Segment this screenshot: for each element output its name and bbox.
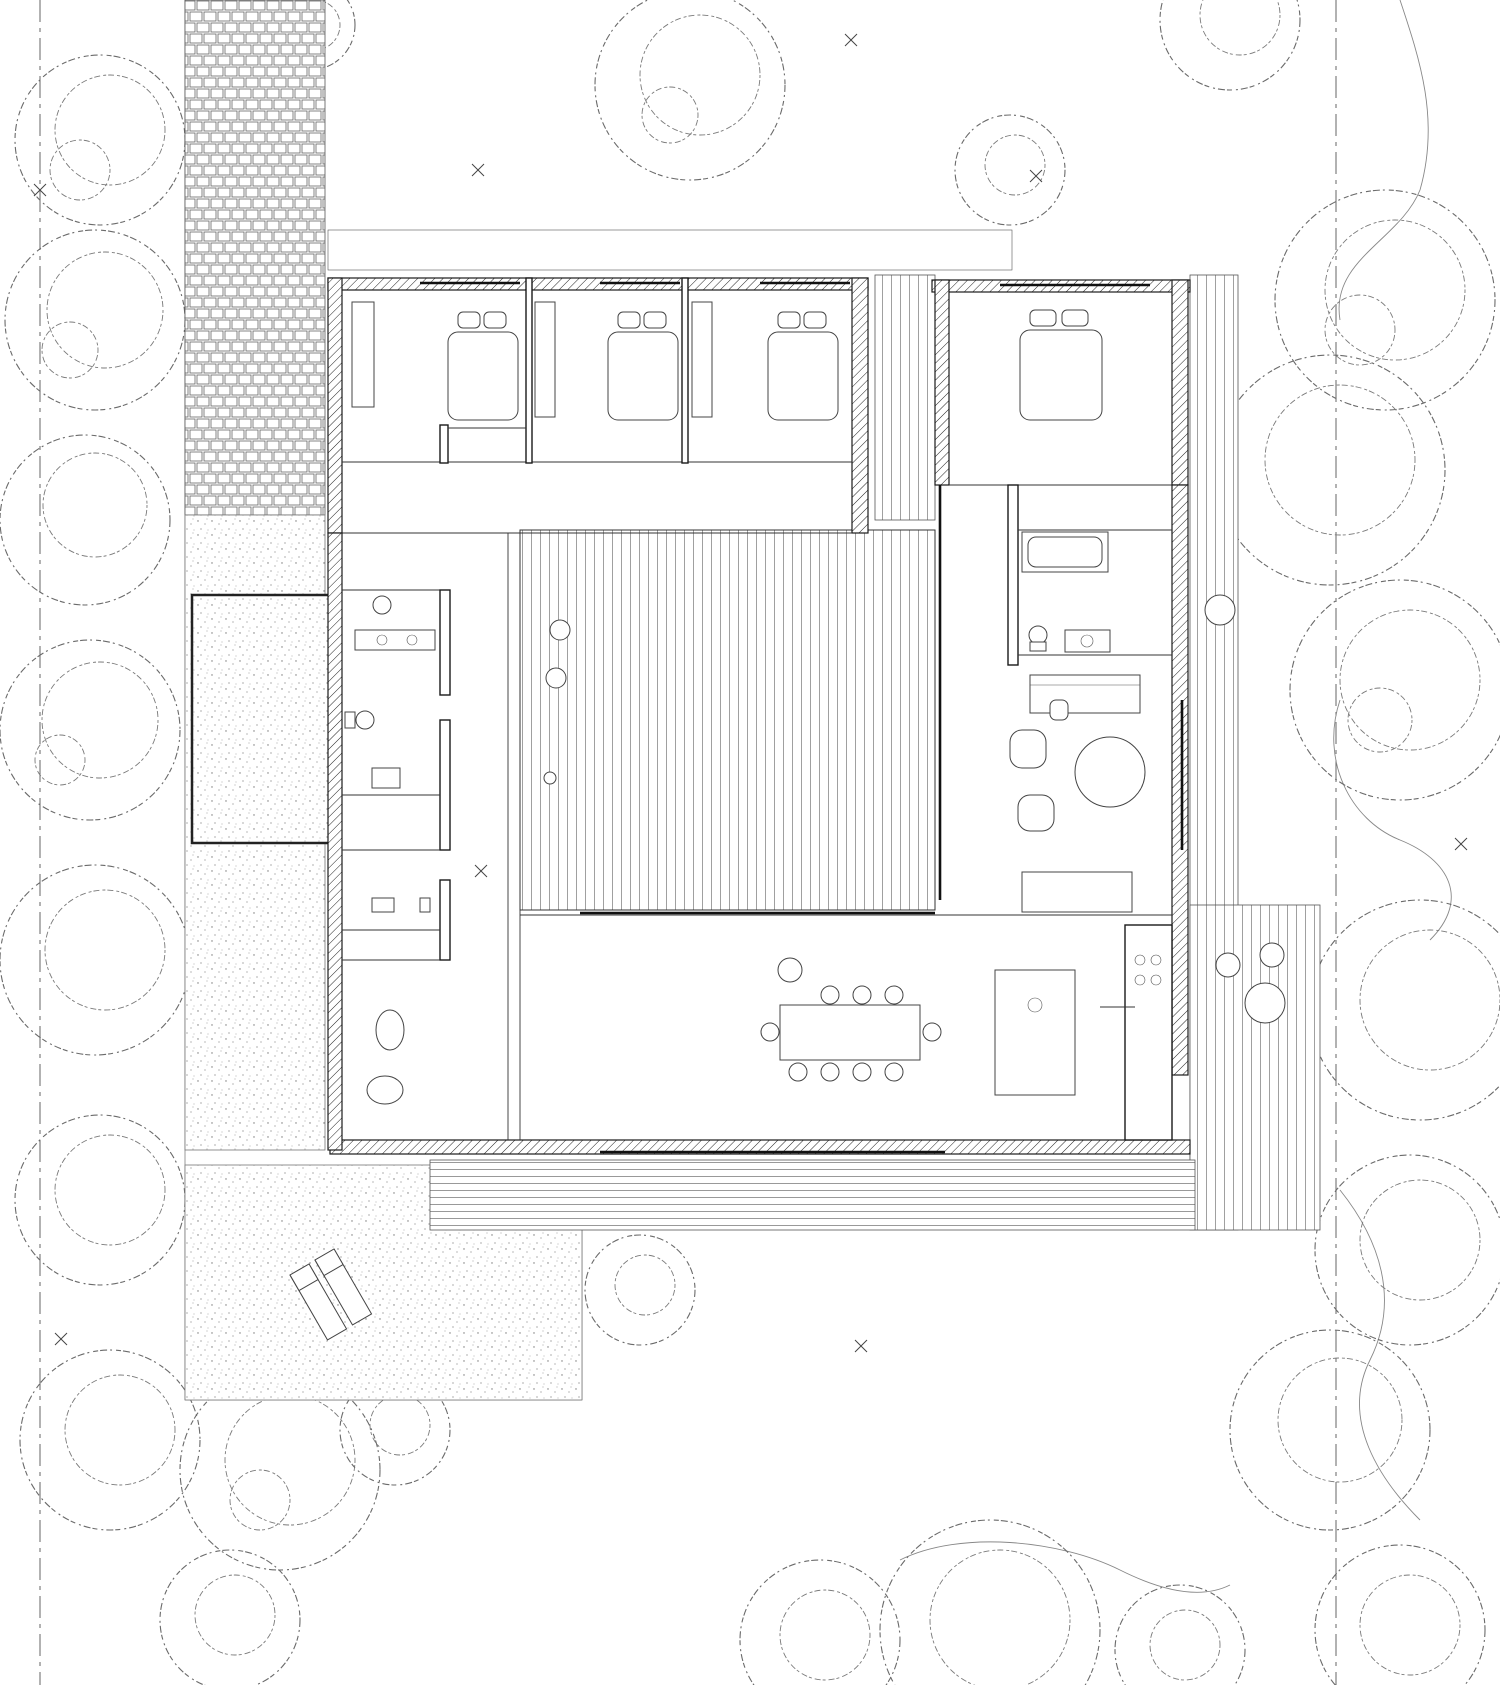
tree-canopy-icon <box>1274 189 1496 411</box>
sink-icon <box>372 595 392 615</box>
tree-canopy-icon <box>1214 354 1446 586</box>
lounge-chair-icon <box>314 1248 373 1326</box>
planter <box>1204 594 1236 626</box>
tree-canopy-icon <box>594 0 786 181</box>
chair-icon <box>884 1062 904 1082</box>
survey-point-icon <box>471 163 485 177</box>
bed-icon <box>447 311 519 421</box>
tree-canopy-icon <box>954 114 1066 226</box>
tree-canopy-icon <box>1289 579 1500 801</box>
paver-path <box>184 0 326 516</box>
chair-icon <box>1259 942 1285 968</box>
chair-icon <box>820 985 840 1005</box>
tree-canopy-icon <box>0 434 171 606</box>
outdoor-table <box>1244 982 1286 1024</box>
sideboard <box>1021 871 1133 913</box>
survey-point-icon <box>33 183 47 197</box>
cooktop-icon <box>1134 954 1162 986</box>
dining-kitchen <box>760 954 1162 1096</box>
tree-canopy-icon <box>1314 1154 1500 1346</box>
sink-icon <box>354 629 436 651</box>
chair-icon <box>820 1062 840 1082</box>
chair-icon <box>852 985 872 1005</box>
tree-canopy-icon <box>879 1519 1101 1685</box>
tree-canopy-icon <box>0 864 191 1056</box>
survey-point-icon <box>844 33 858 47</box>
chair-icon <box>545 667 567 689</box>
dining-table-icon <box>779 1004 921 1061</box>
armchair-icon <box>1017 794 1055 832</box>
survey-point-icon <box>474 864 488 878</box>
roof-outline <box>327 229 1013 271</box>
tree-canopy-icon <box>19 1349 201 1531</box>
armchair-icon <box>1009 729 1047 769</box>
outdoor-furniture <box>366 594 1286 1105</box>
lounge-chair-icon <box>289 1263 348 1341</box>
decks <box>429 274 1321 1231</box>
terrain-contours <box>899 0 1452 1593</box>
window-marks <box>420 281 1184 850</box>
chair-icon <box>884 985 904 1005</box>
toilet-icon <box>344 710 375 730</box>
survey-point-icon <box>1029 169 1043 183</box>
tree-canopy-icon <box>159 1549 301 1685</box>
chair-icon <box>1215 952 1241 978</box>
chair-icon <box>777 957 803 983</box>
lounge-chairs <box>289 1248 373 1341</box>
tree-canopy-icon <box>1309 899 1500 1121</box>
sink-icon <box>371 767 401 789</box>
sofa-icon <box>1029 674 1141 714</box>
tree-canopy-icon <box>0 639 181 821</box>
chair-icon <box>549 619 571 641</box>
round-rug <box>1074 736 1146 808</box>
bathtub-icon <box>1021 531 1109 573</box>
building <box>327 277 1191 1155</box>
lounge-chair-icon <box>1049 699 1069 721</box>
sink-icon <box>1064 629 1111 653</box>
tree-canopy-icon <box>584 1234 696 1346</box>
survey-point-icon <box>854 1339 868 1353</box>
survey-point-icon <box>54 1332 68 1346</box>
living-area <box>1009 674 1146 913</box>
chair-icon <box>760 1022 780 1042</box>
beds <box>351 301 1103 421</box>
tree-canopy-icon <box>1229 1329 1431 1531</box>
chair-icon <box>788 1062 808 1082</box>
bed-icon <box>1019 309 1103 421</box>
chair-icon <box>543 771 557 785</box>
lounge-chair-icon <box>375 1009 405 1051</box>
survey-point-icon <box>1454 837 1468 851</box>
chair-icon <box>852 1062 872 1082</box>
tree-canopy-icon <box>1159 0 1301 91</box>
tree-canopy-icon <box>1114 1584 1246 1685</box>
bathrooms <box>344 531 1111 913</box>
tree-canopy-icon <box>739 1559 901 1685</box>
chair-icon <box>922 1022 942 1042</box>
tree-canopy-icon <box>4 229 186 411</box>
bed-icon <box>767 311 839 421</box>
tree-canopy-icon <box>1314 1544 1486 1685</box>
gravel-areas <box>184 514 583 1401</box>
bed-icon <box>607 311 679 421</box>
toilet-icon <box>1028 625 1048 652</box>
kitchen-island <box>994 969 1076 1096</box>
lounge-chair-icon <box>366 1075 404 1105</box>
